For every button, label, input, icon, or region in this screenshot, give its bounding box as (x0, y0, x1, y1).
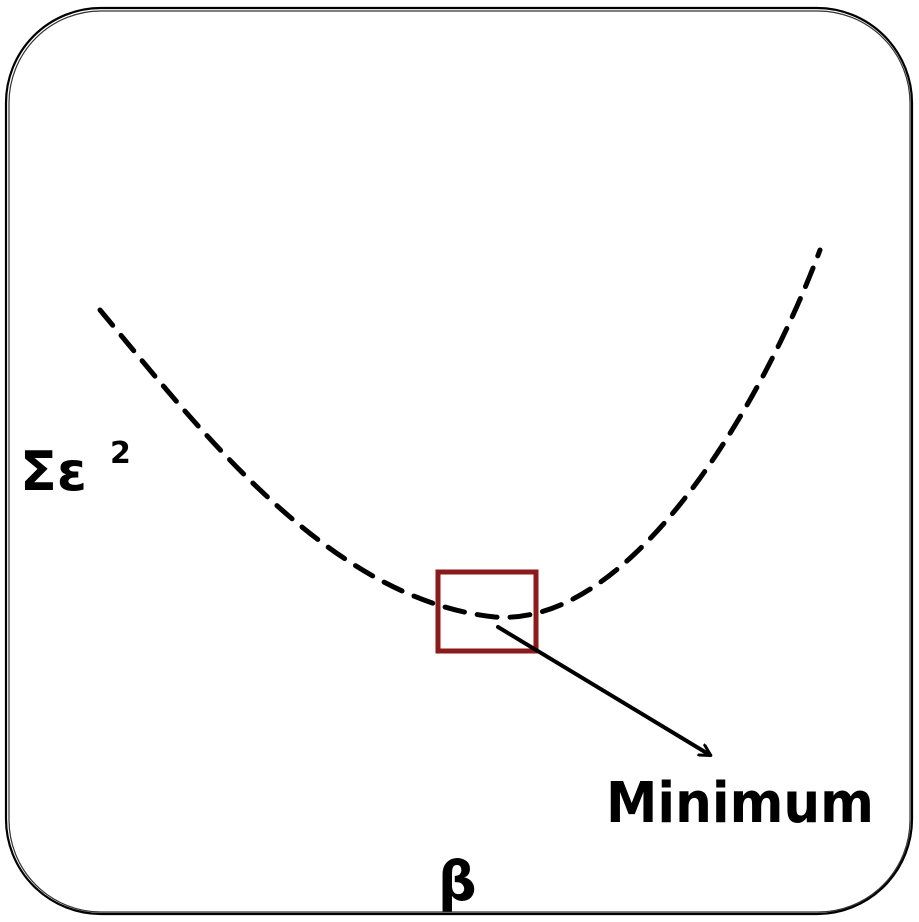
frame-border-outer (4, 6, 914, 916)
minimum-label: Minimum (606, 771, 874, 836)
error-curve (97, 247, 823, 620)
y-axis-label-superscript: 2 (110, 436, 131, 471)
y-axis-label: Σε (20, 440, 87, 503)
x-axis-label: β (438, 850, 477, 913)
minimum-highlight-box (435, 569, 539, 654)
frame-border-inner (8, 10, 911, 913)
annotation-arrow (496, 625, 710, 755)
